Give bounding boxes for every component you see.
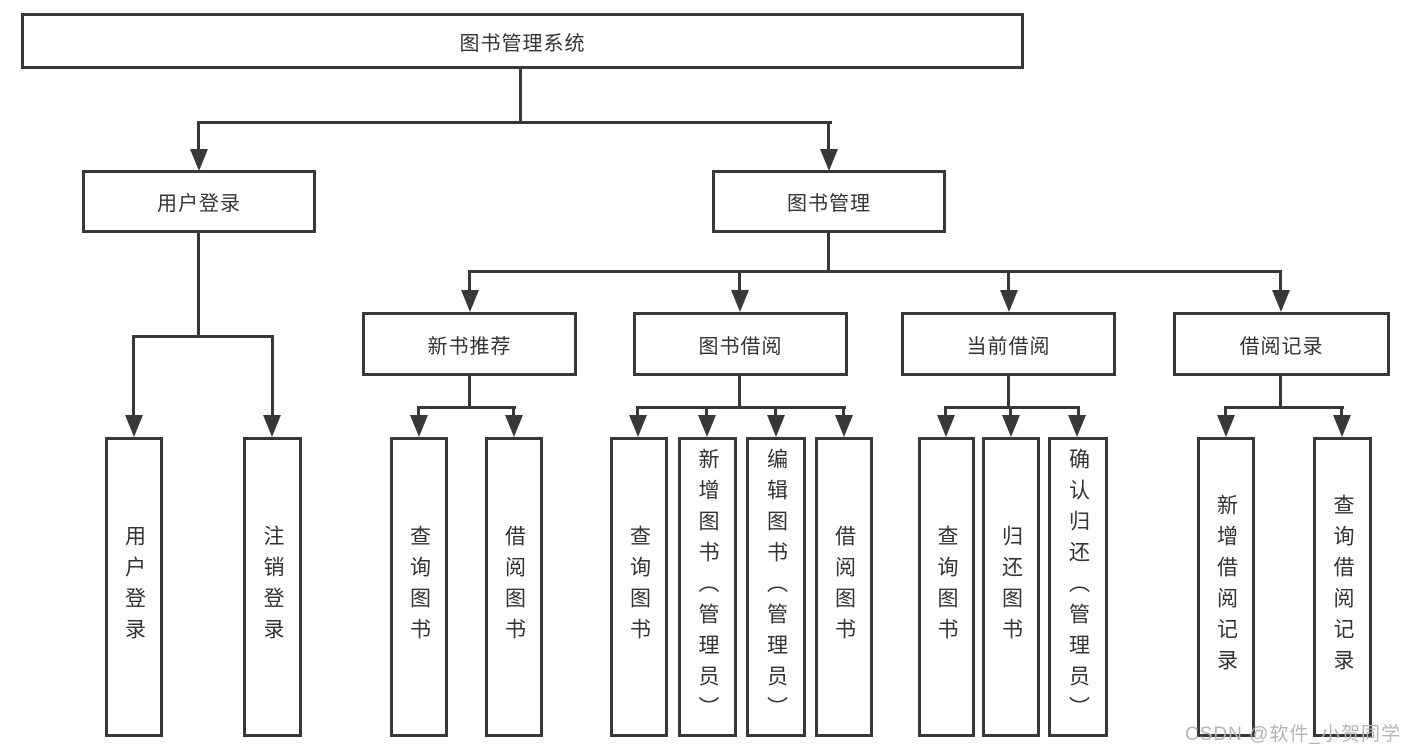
connector-line — [842, 406, 845, 418]
connector-line — [468, 270, 1282, 273]
node-new-book-recommend: 新书推荐 — [362, 312, 577, 376]
node-current-borrowing: 当前借阅 — [901, 312, 1116, 376]
leaf-edit-books-admin: 编辑图书（管理员） — [746, 437, 806, 737]
connector-line — [1224, 406, 1344, 409]
arrowhead-down-icon — [1068, 415, 1086, 437]
connector-line — [738, 270, 741, 292]
arrowhead-down-icon — [767, 415, 785, 437]
arrowhead-down-icon — [835, 415, 853, 437]
node-borrowing-records: 借阅记录 — [1173, 312, 1390, 376]
arrowhead-down-icon — [410, 415, 428, 437]
connector-line — [132, 335, 274, 338]
connector-line — [1007, 374, 1010, 408]
connector-line — [468, 374, 471, 408]
leaf-confirm-return-admin: 确认归还（管理员） — [1048, 437, 1108, 737]
connector-line — [417, 406, 516, 409]
arrowhead-down-icon — [1000, 290, 1018, 312]
connector-line — [271, 335, 274, 417]
connector-line — [198, 121, 832, 124]
arrowhead-down-icon — [937, 415, 955, 437]
arrowhead-down-icon — [1333, 415, 1351, 437]
connector-line — [132, 335, 135, 417]
arrowhead-down-icon — [698, 415, 716, 437]
arrowhead-down-icon — [125, 415, 143, 437]
connector-line — [827, 121, 830, 151]
connector-line — [1279, 374, 1282, 408]
leaf-logout: 注销登录 — [243, 437, 302, 737]
connector-line — [197, 121, 200, 151]
connector-line — [512, 406, 515, 418]
connector-line — [197, 230, 200, 337]
csdn-watermark: CSDN @软件_小贺同学 — [1185, 724, 1401, 745]
connector-line — [1077, 406, 1080, 418]
node-user-login: 用户登录 — [82, 170, 316, 233]
leaf-borrow-books-recommend: 借阅图书 — [485, 437, 543, 737]
arrowhead-down-icon — [629, 415, 647, 437]
leaf-query-books-current: 查询图书 — [918, 437, 975, 737]
leaf-query-books-borrowing: 查询图书 — [610, 437, 668, 737]
connector-line — [636, 406, 846, 409]
arrowhead-down-icon — [190, 149, 208, 171]
arrowhead-down-icon — [731, 290, 749, 312]
leaf-query-books-recommend: 查询图书 — [390, 437, 448, 737]
connector-line — [944, 406, 1080, 409]
connector-line — [827, 230, 830, 272]
connector-line — [774, 406, 777, 418]
node-book-management: 图书管理 — [712, 170, 946, 233]
arrowhead-down-icon — [505, 415, 523, 437]
connector-line — [1340, 406, 1343, 418]
arrowhead-down-icon — [820, 149, 838, 171]
connector-line — [519, 66, 522, 124]
connector-line — [738, 374, 741, 408]
connector-line — [1009, 406, 1012, 418]
connector-line — [1007, 270, 1010, 292]
leaf-query-borrow-record: 查询借阅记录 — [1313, 437, 1372, 737]
node-library-management-system: 图书管理系统 — [21, 13, 1024, 69]
leaf-user-login: 用户登录 — [105, 437, 163, 737]
arrowhead-down-icon — [1217, 415, 1235, 437]
arrowhead-down-icon — [263, 415, 281, 437]
connector-line — [636, 406, 639, 418]
connector-line — [944, 406, 947, 418]
node-book-borrowing: 图书借阅 — [633, 312, 848, 376]
connector-line — [417, 406, 420, 418]
arrowhead-down-icon — [1272, 290, 1290, 312]
leaf-add-borrow-record: 新增借阅记录 — [1197, 437, 1255, 737]
arrowhead-down-icon — [461, 290, 479, 312]
connector-line — [705, 406, 708, 418]
leaf-borrow-books: 借阅图书 — [815, 437, 873, 737]
leaf-return-books: 归还图书 — [982, 437, 1040, 737]
connector-line — [1279, 270, 1282, 292]
arrowhead-down-icon — [1002, 415, 1020, 437]
connector-line — [1224, 406, 1227, 418]
connector-line — [468, 270, 471, 292]
leaf-add-books-admin: 新增图书（管理员） — [678, 437, 737, 737]
